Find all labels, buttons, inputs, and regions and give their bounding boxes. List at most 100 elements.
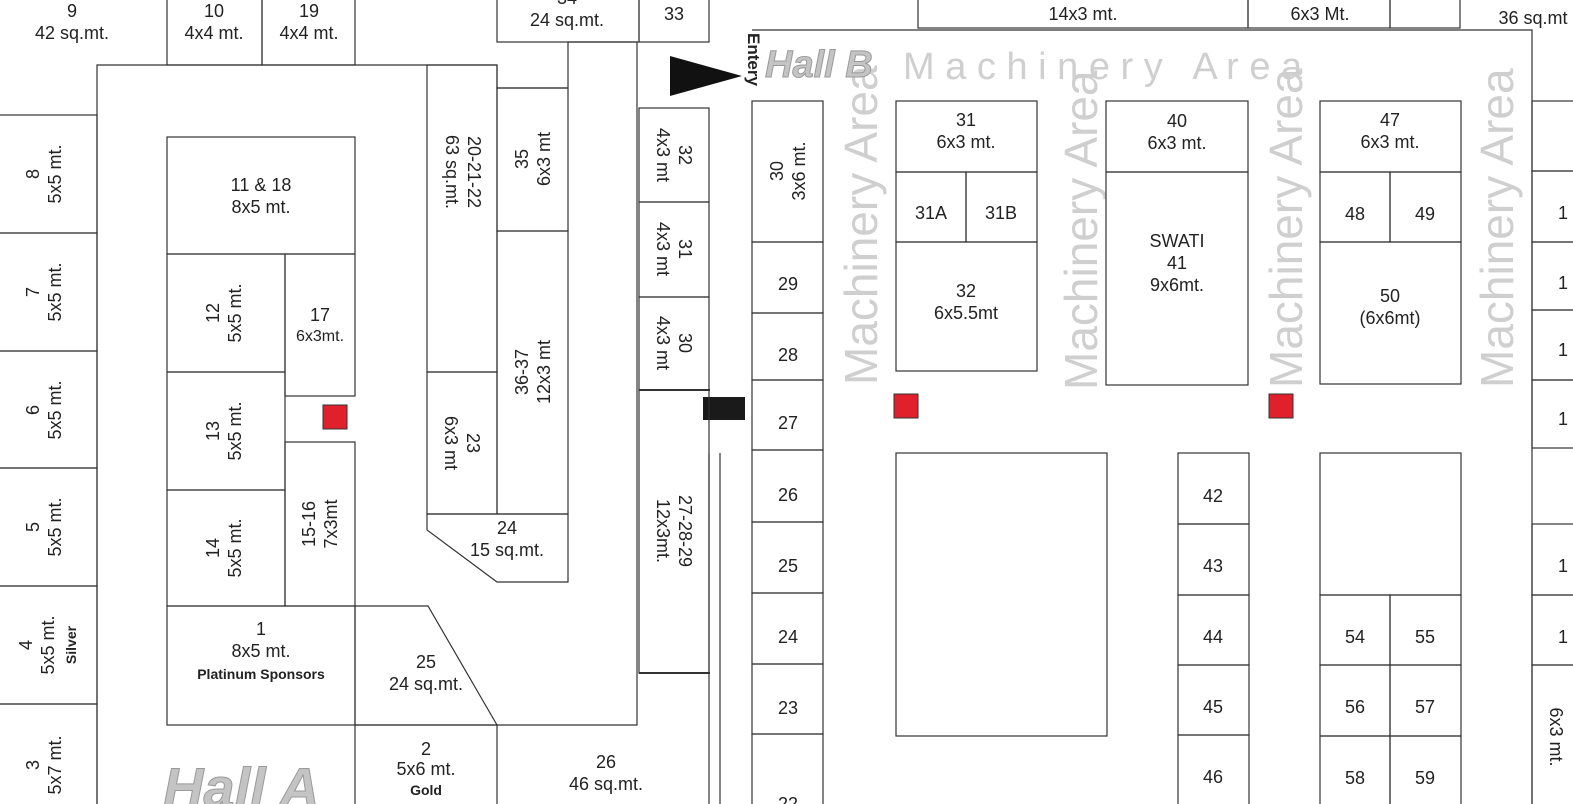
stall-label-line: 4 (16, 640, 36, 650)
stall-label-line: 5x5 mt. (45, 144, 65, 203)
stall-label-line: 13 (203, 421, 223, 441)
stall-label-b56: 56 (1345, 697, 1365, 717)
machinery-area-label-4: Machinery Area (1471, 68, 1523, 388)
stall-label-line: 1 (256, 619, 266, 639)
stall-label-r2: 1 (1558, 273, 1568, 293)
stall-label-line: 44 (1203, 627, 1223, 647)
stall-label-r1: 1 (1558, 203, 1568, 223)
stall-label-line: 42 sq.mt. (35, 23, 109, 43)
stall-label-b27: 27 (778, 413, 798, 433)
stall-label-s33: 33 (664, 4, 684, 24)
stall-label-line: 1 (1558, 340, 1568, 360)
stall-label-line: 5x5 mt. (225, 283, 245, 342)
stall-label-line: 24 (778, 627, 798, 647)
stall-label-line: 5x7 mt. (45, 735, 65, 794)
stall-label-b24: 24 (778, 627, 798, 647)
stall-label-line: 24 sq.mt. (389, 674, 463, 694)
stall-label-line: 32 (956, 281, 976, 301)
stall-label-b59: 59 (1415, 768, 1435, 788)
stall-label-line: 30 (675, 333, 695, 353)
stall-label-line: 63 sq.mt. (442, 135, 462, 209)
stall-label-line: 15 sq.mt. (470, 540, 544, 560)
stall-label-line: 30 (767, 161, 787, 181)
stall-label-line: 41 (1167, 253, 1187, 273)
stall-label-line: 31 (956, 110, 976, 130)
stall-label-line: 5x5 mt. (45, 380, 65, 439)
hall-a-title: Hall A (163, 756, 320, 804)
stall-label-line: 1 (1558, 556, 1568, 576)
stall-label-r3: 1 (1558, 340, 1568, 360)
stall-label-line: 42 (1203, 486, 1223, 506)
stall-label-line: 36 sq.mt (1498, 8, 1567, 28)
stall-label-b49: 49 (1415, 204, 1435, 224)
doorway-block (703, 397, 745, 420)
stall-label-line: 8 (23, 169, 43, 179)
stall-label-line: 12x3 mt (534, 340, 554, 404)
stall-label-r7: 6x3 mt. (1546, 707, 1566, 766)
stall-label-line: 55 (1415, 627, 1435, 647)
stall-label-line: 5 (23, 522, 43, 532)
stall-label-s30a: 304x3 mt (653, 316, 695, 370)
stall-label-line: 1 (1558, 203, 1568, 223)
stall-label-line: 7x3mt (321, 499, 341, 548)
stall-label-line: 6x3 mt. (1546, 707, 1566, 766)
stall-label-line: 6 (23, 405, 43, 415)
stall-label-b29: 29 (778, 274, 798, 294)
stall-label-line: 28 (778, 345, 798, 365)
stall-label-line: 14 (203, 538, 223, 558)
stall-label-line: 6x3 mt (534, 132, 554, 186)
pillar-marker (322, 404, 348, 430)
stall-label-line: 5x6 mt. (396, 759, 455, 779)
stall-label-line: 14x3 mt. (1048, 4, 1117, 24)
machinery-area-label-3: Machinery Area (1260, 68, 1312, 388)
stall-label-b28: 28 (778, 345, 798, 365)
stall-label-line: 6x3mt. (296, 328, 344, 345)
stall-label-line: 3 (23, 760, 43, 770)
stall-label-line: 9 (67, 1, 77, 21)
stall-label-b42: 42 (1203, 486, 1223, 506)
stall-label-line: 1 (1558, 409, 1568, 429)
entry-label: Entery (744, 33, 763, 86)
stall-label-line: 31 (675, 239, 695, 259)
stall-label-line: 5x5 mt. (225, 401, 245, 460)
stall-label-line: 8x5 mt. (231, 197, 290, 217)
stall-label-r6: 1 (1558, 627, 1568, 647)
stall-label-b44: 44 (1203, 627, 1223, 647)
stall-label-tl3: 36 sq.mt (1498, 8, 1567, 28)
stall-label-line: 27 (778, 413, 798, 433)
stall-label-line: 4x3 mt (653, 316, 673, 370)
stall-label-line: 7 (23, 287, 43, 297)
stall-label-line: 56 (1345, 697, 1365, 717)
stall-label-b55: 55 (1415, 627, 1435, 647)
stall-label-s23: 236x3 mt (441, 416, 483, 470)
stall-label-line: 5x5 mt. (45, 497, 65, 556)
stall-label-tl1: 14x3 mt. (1048, 4, 1117, 24)
stall-label-line: 6x5.5mt (934, 303, 998, 323)
stall-label-b22: 22 (778, 794, 798, 804)
stall-label-line: 5x5 mt. (38, 615, 58, 674)
stall-label-line: 6x3 mt. (1147, 133, 1206, 153)
stall-label-line: 23 (778, 698, 798, 718)
stall-label-s202122: 20-21-2263 sq.mt. (442, 135, 484, 209)
stall-label-line: 10 (204, 1, 224, 21)
stall-label-line: 33 (664, 4, 684, 24)
